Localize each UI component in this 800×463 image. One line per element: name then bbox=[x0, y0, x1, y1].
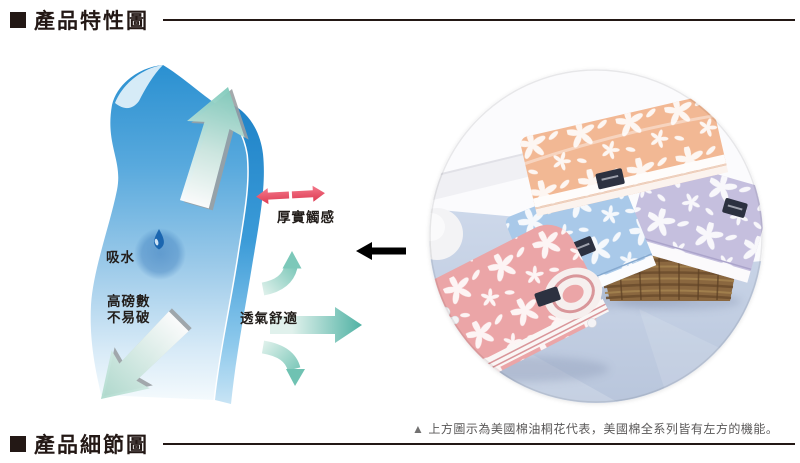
towel-photo-illustration bbox=[429, 69, 763, 403]
section-bullet-icon bbox=[10, 436, 26, 452]
section-title-features: 產品特性圖 bbox=[34, 10, 149, 33]
product-photo-circle bbox=[429, 69, 763, 403]
airflow-arrows-icon bbox=[261, 251, 362, 386]
section-title-details: 產品細節圖 bbox=[34, 434, 149, 457]
towel-peach bbox=[520, 95, 729, 217]
label-absorb-water: 吸水 bbox=[106, 250, 135, 265]
thickness-double-arrow-icon bbox=[256, 185, 325, 205]
towel-lavender bbox=[624, 156, 763, 283]
strength-down-arrow-icon bbox=[101, 308, 192, 399]
white-pom-ball bbox=[429, 208, 463, 260]
label-high-weight-durable: 高磅數 不易破 bbox=[107, 294, 151, 326]
photo-pointer-arrow-icon bbox=[356, 242, 406, 260]
triangle-marker-icon: ▲ bbox=[412, 422, 425, 436]
fabric-fold bbox=[215, 105, 264, 404]
section-rule-line bbox=[163, 443, 795, 445]
water-droplet-icon bbox=[134, 228, 186, 280]
label-thick-touch: 厚實觸感 bbox=[277, 210, 335, 225]
evaporation-up-arrow-icon bbox=[179, 87, 249, 211]
label-durable-line2: 不易破 bbox=[107, 310, 151, 325]
section-header-details: 產品細節圖 bbox=[10, 429, 795, 459]
fabric-curl bbox=[115, 65, 163, 109]
photo-caption-text: 上方圖示為美國棉油桐花代表，美國棉全系列皆有左方的機能。 bbox=[428, 422, 779, 436]
photo-caption: ▲上方圖示為美國棉油桐花代表，美國棉全系列皆有左方的機能。 bbox=[412, 420, 792, 437]
label-breathable-comfort: 透氣舒適 bbox=[240, 311, 298, 326]
section-bullet-icon bbox=[10, 12, 26, 28]
section-rule-line bbox=[163, 19, 795, 21]
section-header-features: 產品特性圖 bbox=[10, 5, 795, 35]
label-durable-line1: 高磅數 bbox=[107, 294, 151, 309]
fabric-feature-diagram bbox=[90, 65, 406, 404]
